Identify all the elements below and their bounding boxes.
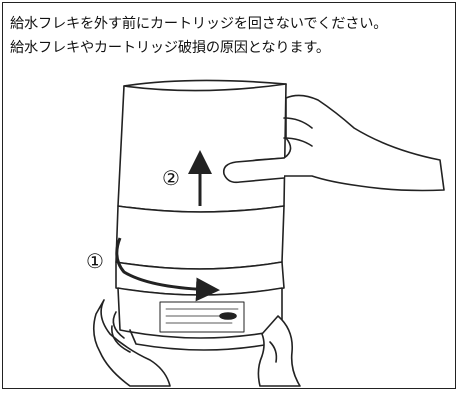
- cartridge-upper-body: [117, 79, 287, 213]
- right-lower-hand: [257, 315, 301, 387]
- left-lower-hand: [92, 299, 171, 387]
- caption-line-1: 給水フレキを外す前にカートリッジを回さないでください。: [10, 16, 388, 32]
- caption-line-2: 給水フレキやカートリッジ破損の原因となります。: [10, 40, 330, 56]
- step-2-number: ②: [162, 166, 180, 190]
- cartridge-middle-body: [115, 205, 285, 270]
- step-1-number: ①: [86, 249, 104, 273]
- rotate-arrow: [115, 237, 220, 302]
- warning-caption: 給水フレキを外す前にカートリッジを回さないでください。 給水フレキやカートリッジ…: [10, 12, 450, 60]
- right-thumb: [222, 157, 285, 184]
